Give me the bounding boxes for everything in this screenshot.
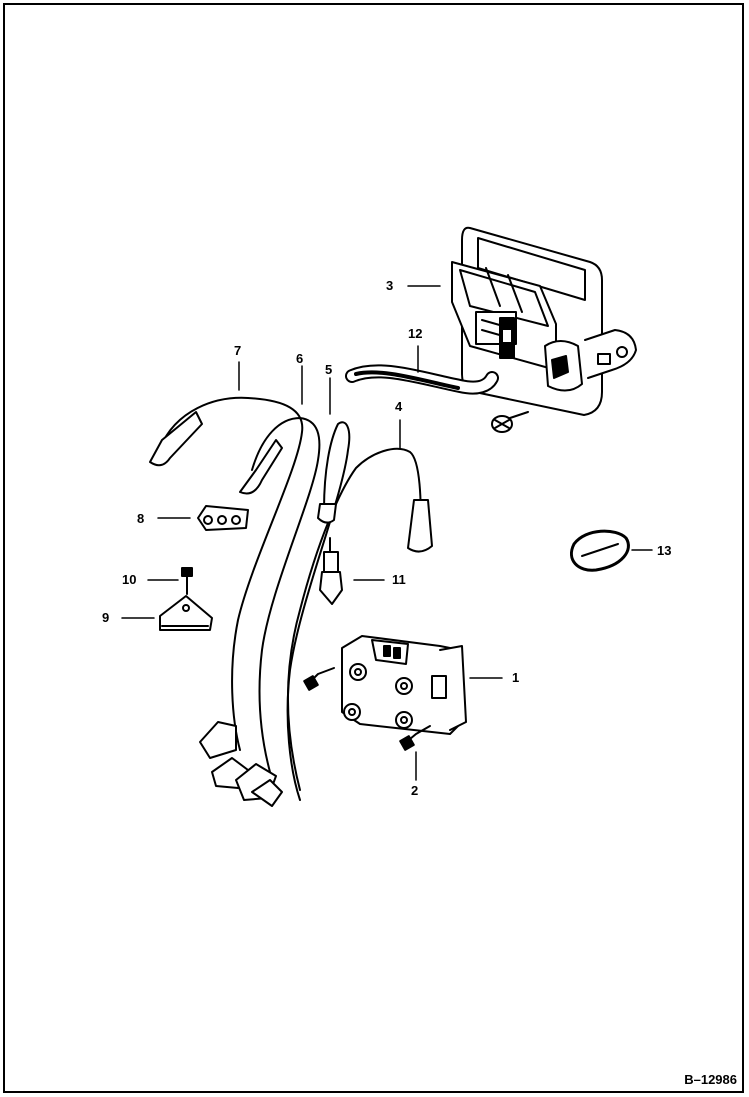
callout-part-10: 10 xyxy=(122,572,137,587)
spark-plug-wires xyxy=(149,396,433,807)
callout-part-8: 8 xyxy=(137,511,145,526)
diagram-frame xyxy=(3,3,744,1093)
callout-part-3: 3 xyxy=(386,278,394,293)
grommet xyxy=(491,411,529,433)
callout-part-2: 2 xyxy=(411,783,419,798)
wire-separator xyxy=(197,505,249,531)
callout-part-9: 9 xyxy=(102,610,110,625)
wire-loop xyxy=(570,529,630,572)
hose xyxy=(345,364,499,395)
figure-number: B–12986 xyxy=(684,1072,737,1087)
callout-part-11: 11 xyxy=(392,572,406,587)
bolt-small xyxy=(181,567,193,595)
callout-part-1: 1 xyxy=(512,670,520,685)
leader-lines xyxy=(121,285,653,781)
callout-part-4: 4 xyxy=(395,399,403,414)
coil-bolt xyxy=(303,667,431,751)
callout-part-13: 13 xyxy=(657,543,672,558)
control-module xyxy=(451,226,637,416)
spark-plug xyxy=(319,537,343,605)
bracket-clip xyxy=(159,595,213,631)
callout-part-12: 12 xyxy=(408,326,423,341)
ignition-coil xyxy=(341,635,467,735)
callout-part-5: 5 xyxy=(325,362,333,377)
callout-part-7: 7 xyxy=(234,343,242,358)
callout-part-6: 6 xyxy=(296,351,304,366)
